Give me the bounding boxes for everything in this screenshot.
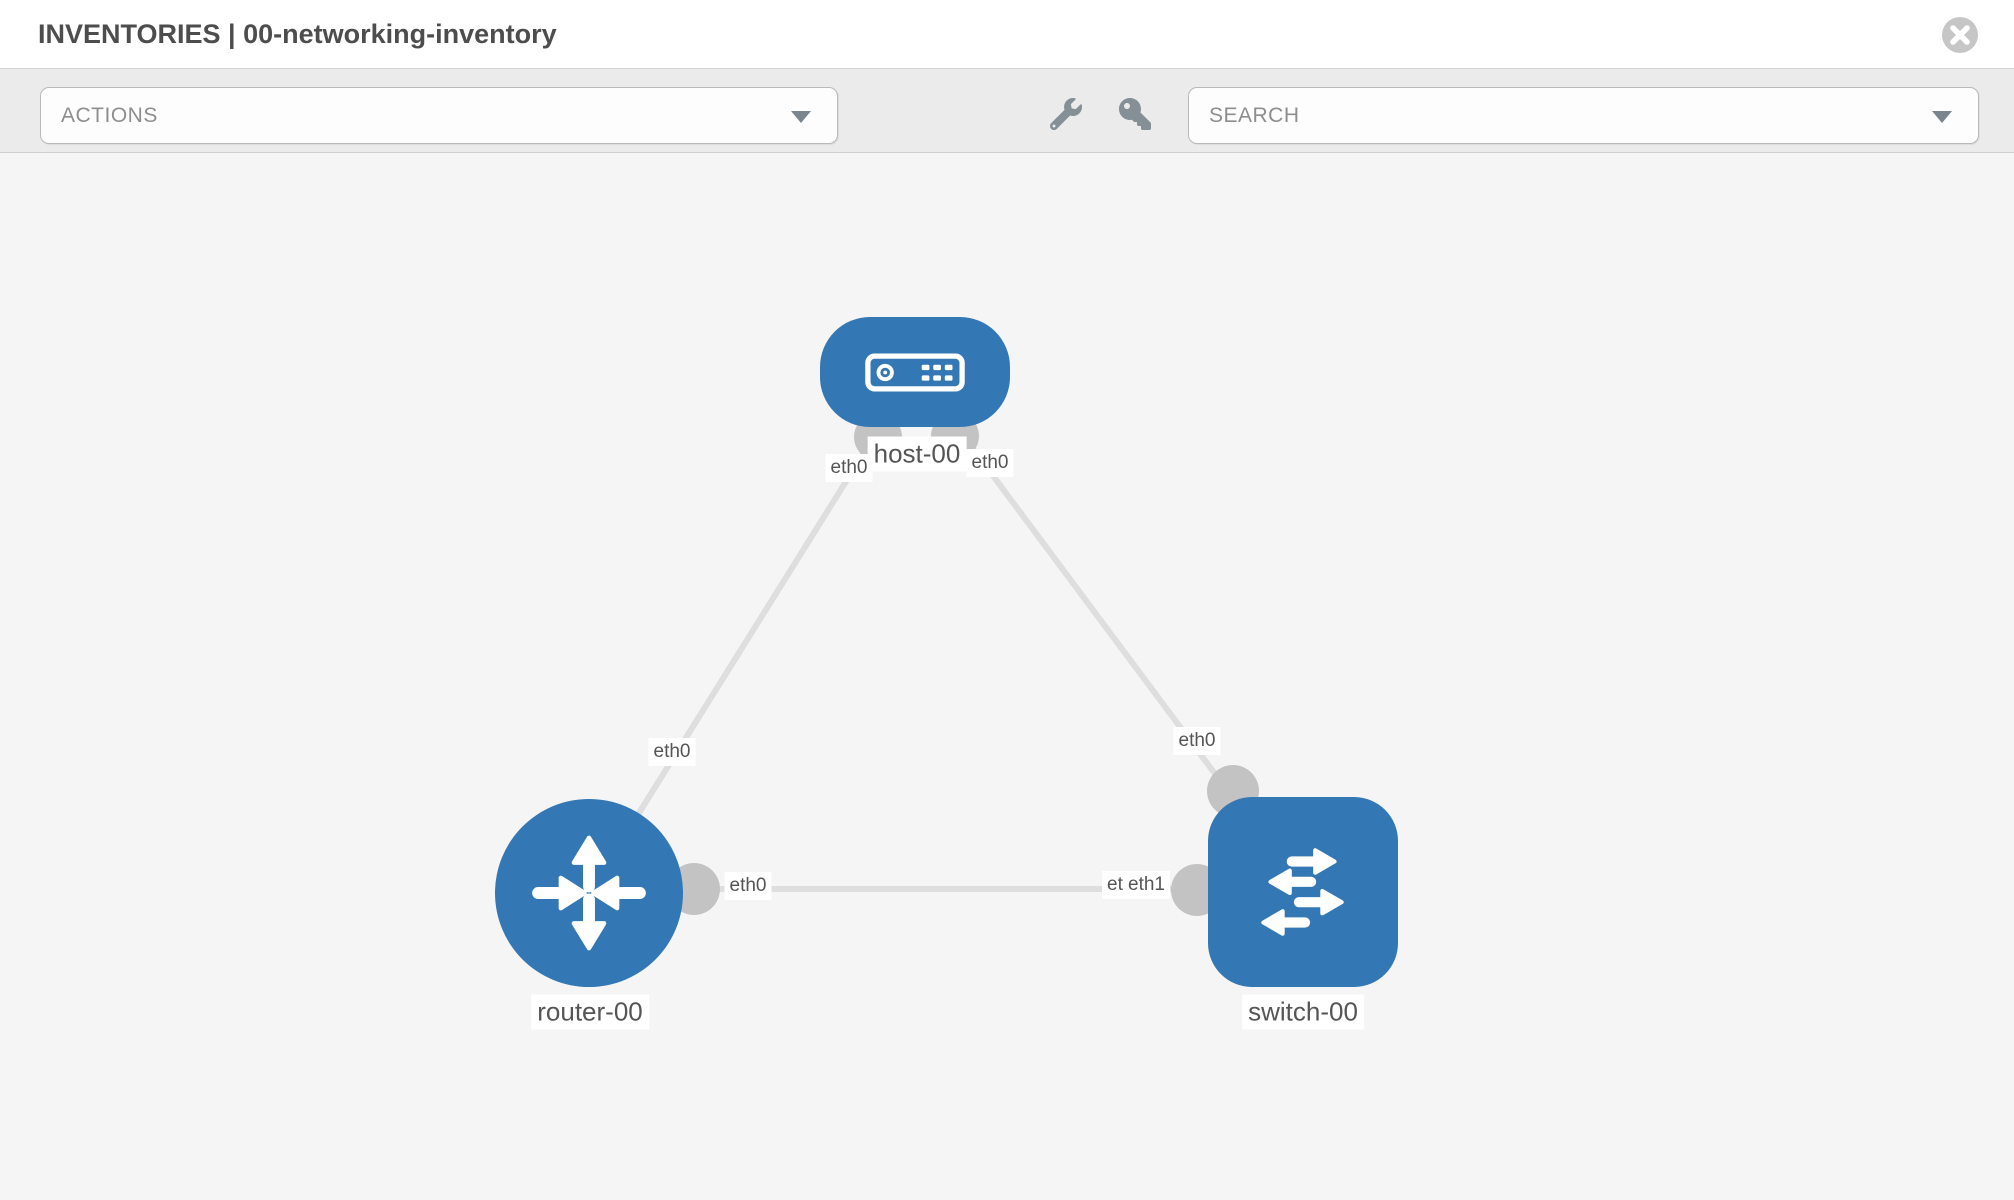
interface-label-host-eth0-left: eth0 [825,454,873,482]
credentials-button[interactable] [1118,98,1152,132]
tools-button[interactable] [1049,98,1083,132]
wrench-icon [1049,98,1082,131]
topology-canvas[interactable]: host-00 router-00 switch-00 eth0 eth0 et… [0,153,2014,1200]
toolbar: ACTIONS SEARCH [0,68,2014,153]
node-switch-00[interactable] [1208,797,1398,987]
interface-label-host-eth0-right: eth0 [966,449,1014,477]
interface-label-switch-eth0: eth0 [1173,727,1221,755]
interface-label-switch-eth1: eth1 [1123,871,1170,899]
chevron-down-icon [791,111,811,123]
node-host-00[interactable] [820,317,1010,427]
search-dropdown[interactable]: SEARCH [1188,87,1979,144]
page-title: INVENTORIES | 00-networking-inventory [38,19,557,49]
host-icon [865,353,965,391]
actions-dropdown-label: ACTIONS [61,104,158,127]
node-router-00[interactable] [495,799,683,987]
switch-icon [1261,848,1344,936]
key-icon [1119,98,1151,130]
router-icon [532,835,646,951]
node-label-router-00: router-00 [531,994,649,1030]
actions-dropdown[interactable]: ACTIONS [40,87,838,144]
close-icon [1950,25,1970,45]
node-label-host-00: host-00 [867,436,967,472]
chevron-down-icon [1932,111,1952,123]
header: INVENTORIES | 00-networking-inventory [0,0,2014,68]
search-dropdown-label: SEARCH [1209,104,1300,127]
node-label-switch-00: switch-00 [1242,994,1364,1030]
interface-label-router-eth0: eth0 [724,872,772,900]
interface-label-router-eth0-uplink: eth0 [648,738,696,766]
close-button[interactable] [1942,17,1978,53]
